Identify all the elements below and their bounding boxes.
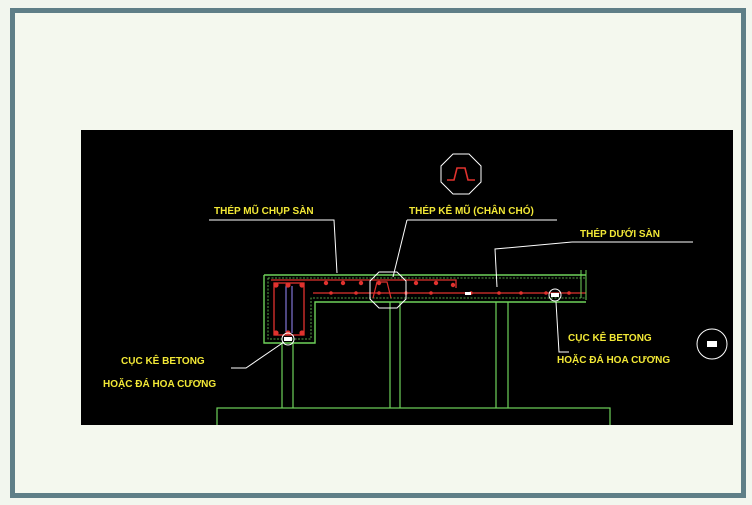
label-cuc-ke-left-line2: HOẶC ĐÁ HOA CƯƠNG <box>103 377 216 390</box>
label-thep-ke-mu: THÉP KÊ MŨ (CHÂN CHÓ) <box>409 204 534 217</box>
rebar-dots <box>273 280 571 336</box>
label-cuc-ke-right-line2: HOẶC ĐÁ HOA CƯƠNG <box>557 353 670 366</box>
label-thep-duoi-san: THÉP DƯỚI SÀN <box>580 227 660 240</box>
support-column-left <box>281 343 294 408</box>
spacer-symbol-icon <box>696 328 728 360</box>
slab-reinforcement-diagram: THÉP MŨ CHỤP SÀN THÉP KÊ MŨ (CHÂN CHÓ) T… <box>103 153 728 425</box>
chan-cho-marker-icon <box>369 271 407 309</box>
label-cuc-ke-right-line1: CỤC KÊ BETONG <box>568 331 652 344</box>
label-thep-mu-chup-san: THÉP MŨ CHỤP SÀN <box>214 204 314 217</box>
support-column-right <box>495 302 509 408</box>
support-column-middle <box>389 302 401 408</box>
cad-drawing: THÉP MŨ CHỤP SÀN THÉP KÊ MŨ (CHÂN CHÓ) T… <box>81 130 733 425</box>
leader-lines <box>209 219 693 369</box>
spacer-right-icon <box>548 288 562 302</box>
top-rebar <box>271 279 457 288</box>
beam-slab-outline <box>263 274 586 344</box>
label-cuc-ke-left-line1: CỤC KÊ BETONG <box>121 354 205 367</box>
chan-cho-symbol-icon <box>440 153 482 195</box>
image-frame: THÉP MŨ CHỤP SÀN THÉP KÊ MŨ (CHÂN CHÓ) T… <box>10 8 746 498</box>
spacer-left-icon <box>281 332 295 346</box>
beam-stirrup <box>273 282 305 336</box>
foundation-block <box>216 407 611 425</box>
